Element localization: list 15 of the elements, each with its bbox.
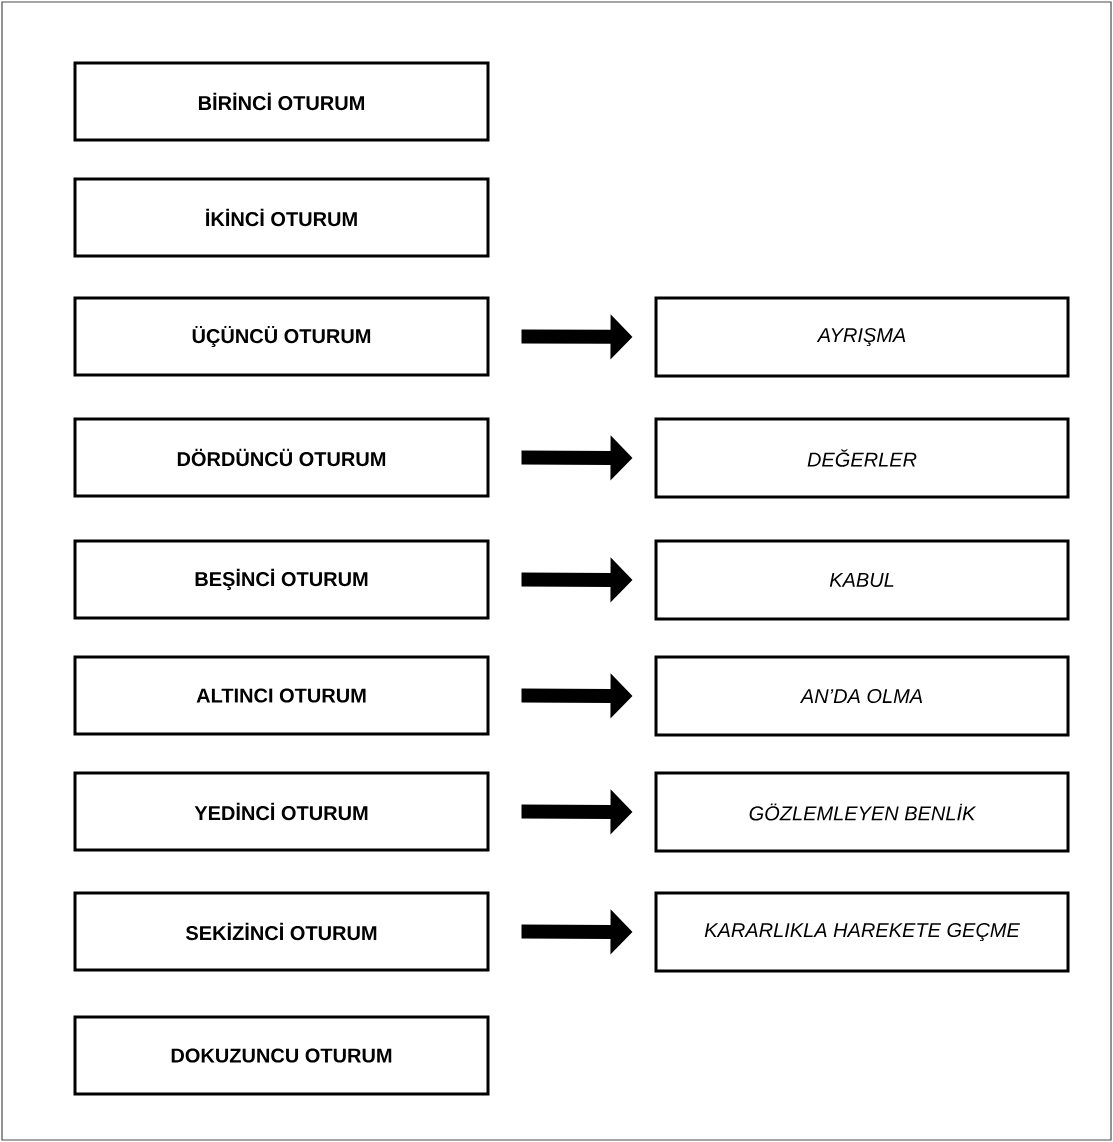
session-box: ÜÇÜNCÜ OTURUM bbox=[73, 296, 490, 377]
topic-box: AN’DA OLMA bbox=[654, 655, 1070, 737]
session-box: İKİNCİ OTURUM bbox=[73, 177, 490, 258]
session-box: DOKUZUNCU OTURUM bbox=[73, 1015, 490, 1096]
session-box: SEKİZİNCİ OTURUM bbox=[73, 891, 490, 972]
session-box: ALTINCI OTURUM bbox=[73, 655, 490, 736]
session-box: YEDİNCİ OTURUM bbox=[73, 771, 490, 852]
topic-box: KABUL bbox=[654, 539, 1070, 621]
topic-box: AYRIŞMA bbox=[654, 296, 1070, 378]
topic-box: KARARLIKLA HAREKETE GEÇME bbox=[654, 891, 1070, 973]
topic-box: GÖZLEMLEYEN BENLİK bbox=[654, 771, 1070, 853]
session-box: BİRİNCİ OTURUM bbox=[73, 61, 490, 142]
session-box: BEŞİNCİ OTURUM bbox=[73, 539, 490, 620]
session-box: DÖRDÜNCÜ OTURUM bbox=[73, 417, 490, 498]
topic-box: DEĞERLER bbox=[654, 417, 1070, 499]
